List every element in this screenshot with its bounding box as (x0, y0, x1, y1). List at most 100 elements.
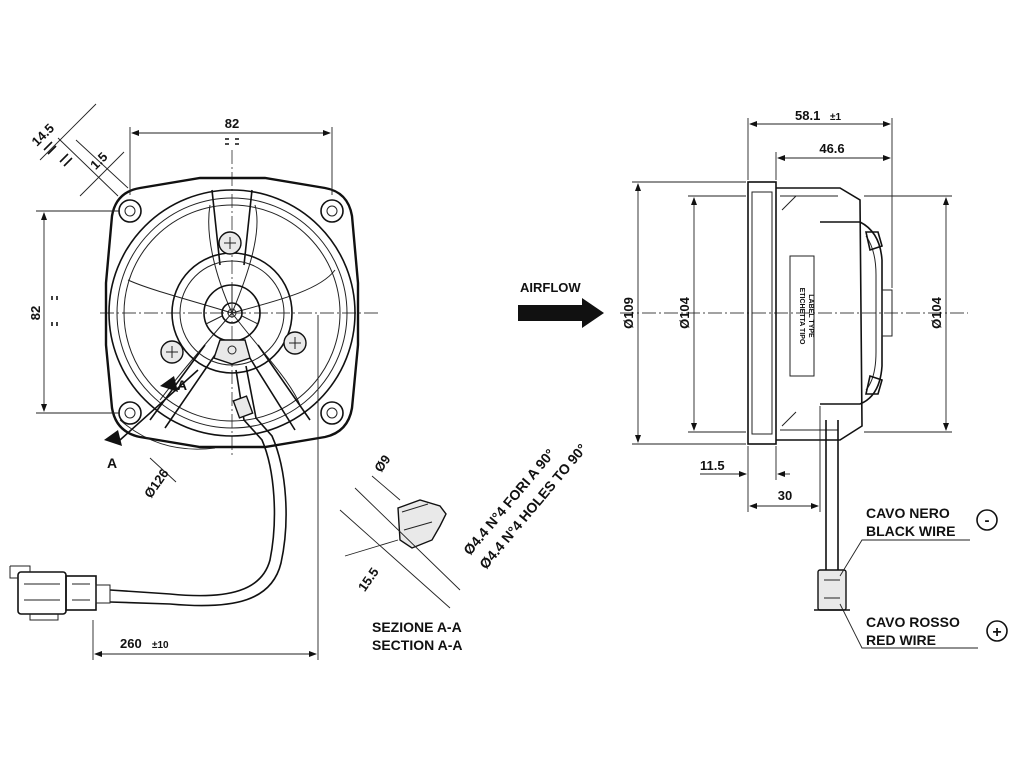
label-line2: LABEL TYPE (807, 294, 814, 338)
side-flange-inner (751, 191, 773, 435)
minus-icon (976, 509, 998, 531)
side-view: ETICHETTA TIPO LABEL TYPE 58.1 ±1 46.6 Ø… (620, 108, 968, 611)
hub-spokes (205, 285, 259, 325)
label-line1: ETICHETTA TIPO (798, 288, 805, 345)
terminal-pin (227, 345, 237, 355)
fan-blade (231, 312, 301, 406)
motor-screw (283, 331, 307, 355)
mounting-hole-top-left (118, 199, 142, 223)
fan-blade (231, 269, 336, 314)
airflow-indicator: AIRFLOW (518, 280, 604, 328)
section-marker-a2: A (177, 377, 187, 393)
symmetry-mark (43, 141, 73, 167)
dim-dia-right: Ø104 (929, 296, 944, 329)
connector-plug (9, 565, 111, 621)
red-wire-it: CAVO ROSSO (866, 614, 960, 630)
side-motor-inner (865, 235, 877, 391)
dim-line-angled (79, 151, 125, 197)
mounting-hole-bottom-left (118, 401, 142, 425)
side-shroud-edge (780, 195, 838, 431)
side-flange (747, 181, 777, 445)
ext-line (75, 139, 129, 189)
fan-blade (127, 279, 233, 314)
dim-left-height: 82 (28, 306, 43, 320)
cable-length-value: 260 (120, 636, 142, 651)
section-marker-a: A (107, 455, 117, 471)
side-shroud (776, 187, 863, 441)
connector-pins (824, 579, 840, 599)
dim-dia-outer: Ø109 (621, 297, 636, 329)
dim-dia-inner: Ø104 (677, 296, 692, 329)
fan-blade (159, 312, 233, 401)
cable-length-tol: ±10 (152, 640, 169, 651)
black-wire-en: BLACK WIRE (866, 523, 955, 539)
front-housing-outline (104, 176, 360, 449)
mounting-hole-bottom-right (320, 401, 344, 425)
leader-red-wire (839, 603, 978, 649)
side-cable (825, 420, 839, 570)
wire-labels: CAVO NERO BLACK WIRE - CAVO ROSSO RED WI… (839, 505, 1008, 649)
plus-icon (986, 620, 1008, 642)
top-strut (211, 189, 253, 266)
dim-line-section (354, 487, 461, 591)
right-strut (247, 344, 311, 431)
front-view: 82 82 14.5 1.5 A A Ø126 260 ±10 (9, 103, 378, 660)
motor-screw (218, 231, 242, 255)
ext-line (371, 475, 401, 501)
dim-line-section (339, 509, 451, 609)
side-rib (781, 195, 797, 427)
section-line (119, 369, 199, 441)
fan-ring-outer (108, 189, 356, 437)
ext-line (57, 137, 119, 197)
section-arrow (160, 376, 178, 392)
section-caption-it: SEZIONE A-A (372, 619, 462, 635)
mounting-hole-top-right (320, 199, 344, 223)
section-caption-en: SECTION A-A (372, 637, 462, 653)
leader-black-wire (839, 539, 970, 577)
symmetry-mark (51, 296, 58, 326)
motor-screw (160, 340, 184, 364)
leader-line (149, 457, 177, 483)
dim-top-width: 82 (225, 116, 239, 131)
airflow-arrow-icon (518, 298, 604, 328)
dim-height: 15.5 (355, 565, 382, 594)
dim-diameter: Ø126 (141, 466, 172, 501)
section-profile (397, 499, 447, 549)
dim-total-depth-tol: ±1 (830, 112, 841, 123)
cable-inner (109, 365, 287, 607)
side-connector (817, 569, 847, 611)
cable-grommet (232, 395, 254, 419)
ext-line (344, 539, 399, 557)
dim-angled-outer: 14.5 (29, 121, 58, 150)
hub-terminal (213, 339, 251, 365)
type-label-box (789, 255, 815, 377)
side-clip-top (865, 231, 883, 252)
fan-blade (208, 204, 233, 314)
dim-hole: Ø9 (371, 452, 393, 475)
section-hatch (401, 503, 433, 531)
ext-line (39, 103, 97, 161)
fan-ring-blade (123, 204, 341, 422)
airflow-label: AIRFLOW (520, 280, 581, 295)
dim-arc (119, 419, 216, 450)
section-view: Ø9 15.5 Ø4.4 N°4 FORI A 90° Ø4.4 N°4 HOL… (339, 441, 590, 653)
side-motor-end (881, 289, 893, 337)
black-wire-symbol: - (985, 512, 990, 529)
shaft-center (227, 308, 237, 318)
section-arrow (104, 430, 122, 446)
black-wire-it: CAVO NERO (866, 505, 950, 521)
dim-flange: 11.5 (700, 458, 725, 473)
symmetry-mark (225, 138, 239, 145)
cable-outer (109, 369, 276, 597)
dim-motor-depth: 46.6 (819, 141, 844, 156)
fan-ring-inner (116, 197, 348, 429)
dim-total-depth-value: 58.1 (795, 108, 820, 123)
fan-blade (231, 204, 258, 314)
motor-hub-ring (179, 260, 285, 366)
dim-body: 30 (778, 488, 792, 503)
red-wire-symbol: + (992, 624, 1001, 641)
red-wire-en: RED WIRE (866, 632, 936, 648)
side-clip-bottom (865, 374, 883, 395)
